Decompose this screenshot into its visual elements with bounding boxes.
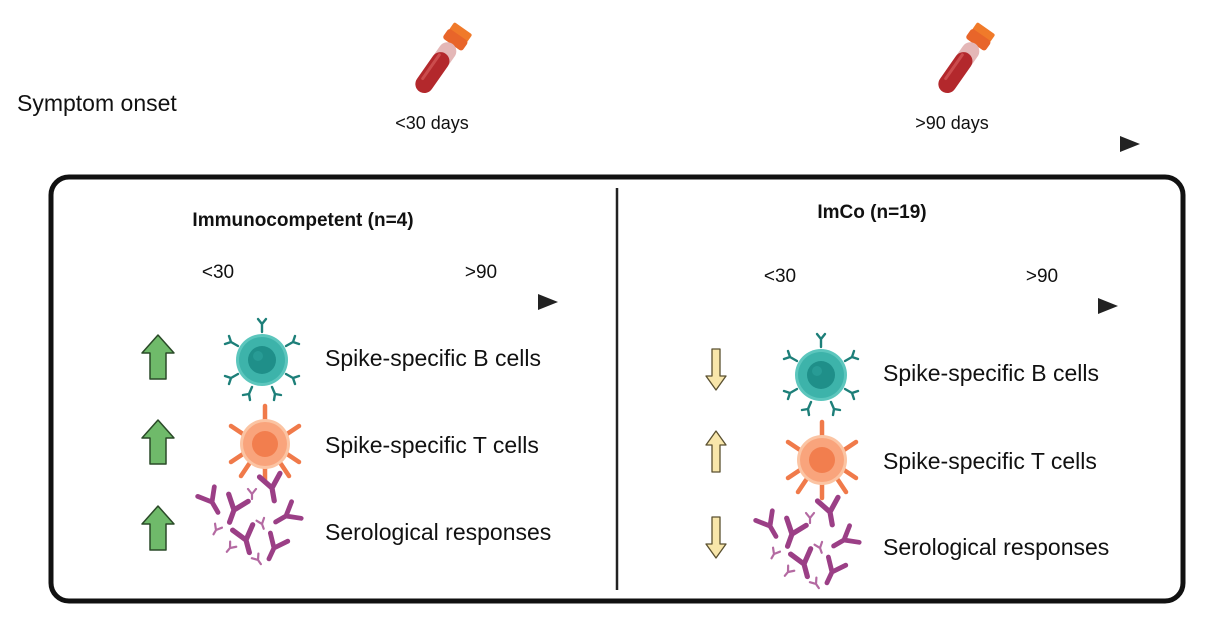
b-cell-icon [223, 317, 301, 402]
row-label: Serological responses [883, 534, 1109, 560]
panel-immunocompetent: Immunocompetent (n=4) <30 >90 Spike-spec… [118, 210, 558, 566]
panel-title: ImCo (n=19) [817, 202, 926, 223]
trend-up-arrow [141, 505, 175, 551]
panel-late-label: >90 [465, 262, 497, 283]
t-cell-icon [788, 422, 856, 498]
row-label: Spike-specific B cells [883, 360, 1099, 386]
row-label: Spike-specific T cells [325, 432, 539, 458]
blood-tube-icon [932, 21, 997, 99]
symptom-onset-label: Symptom onset [17, 90, 177, 116]
trend-down-arrow [705, 516, 727, 559]
antibodies-icon [198, 473, 302, 566]
trend-up-arrow [141, 334, 175, 380]
timeline: Symptom onset <30 days >90 days [17, 21, 1140, 152]
row-label: Spike-specific B cells [325, 345, 541, 371]
row-label: Spike-specific T cells [883, 448, 1097, 474]
trend-up-arrow [705, 430, 727, 473]
panel-title: Immunocompetent (n=4) [192, 210, 413, 231]
blood-tube-icon [409, 21, 474, 99]
b-cell-icon [782, 332, 860, 417]
panel-early-label: <30 [764, 266, 796, 287]
panel-imco: ImCo (n=19) <30 >90 Spike-specific B cel… [675, 202, 1118, 590]
panel-arrowhead [1098, 298, 1118, 314]
t-cell-icon [231, 406, 299, 482]
late-timepoint-label: >90 days [915, 113, 989, 133]
panel-arrowhead [538, 294, 558, 310]
timeline-arrowhead [1120, 136, 1140, 152]
panel-late-label: >90 [1026, 266, 1058, 287]
panel-early-label: <30 [202, 262, 234, 283]
early-timepoint-label: <30 days [395, 113, 469, 133]
comparison-box [48, 174, 1186, 604]
row-label: Serological responses [325, 519, 551, 545]
antibodies-icon [756, 497, 860, 590]
trend-up-arrow [141, 419, 175, 465]
trend-down-arrow [705, 348, 727, 391]
